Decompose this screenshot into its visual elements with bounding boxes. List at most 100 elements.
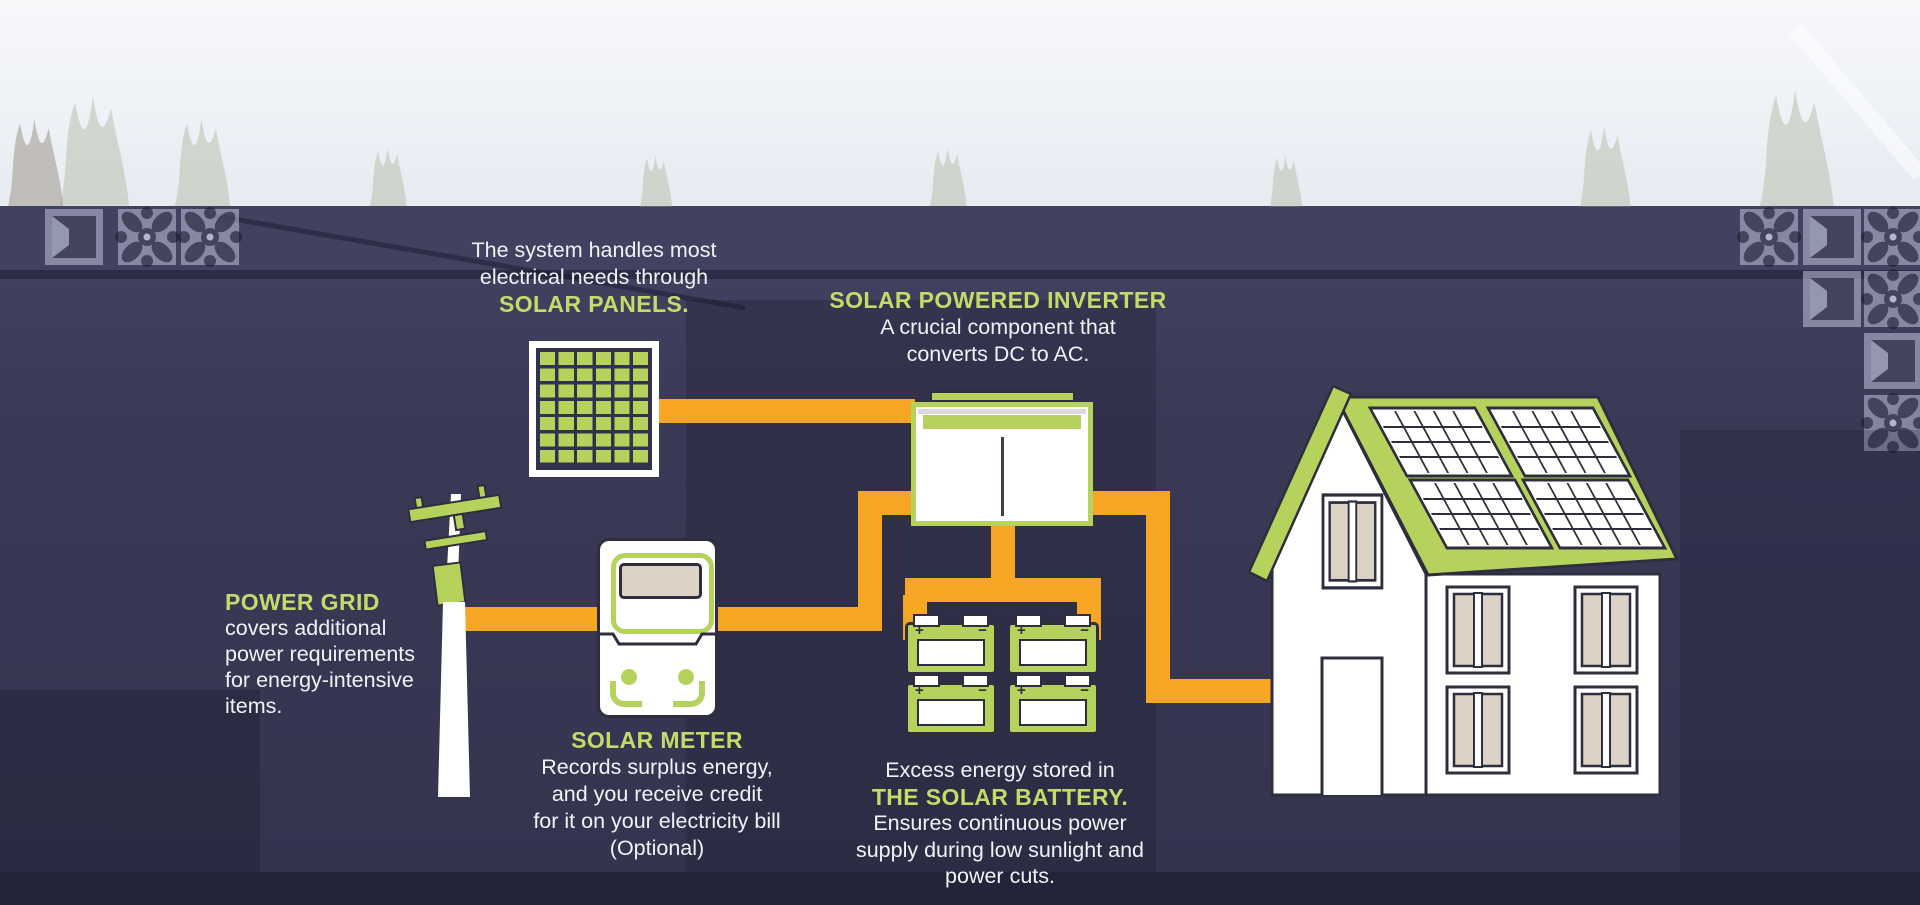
meter-window-frame xyxy=(611,553,714,634)
meter-corner-accent xyxy=(610,681,642,707)
breeze-block-icon xyxy=(1861,269,1920,329)
meter-split-line xyxy=(600,632,715,646)
battery-terminal xyxy=(1015,614,1042,627)
plant-icon xyxy=(640,155,673,207)
house-window xyxy=(1445,585,1511,675)
callout-highlight: SOLAR PANELS. xyxy=(498,291,690,317)
callout-line: for it on your electricity bill xyxy=(533,809,781,833)
breeze-block-icon xyxy=(178,207,242,267)
battery-terminal xyxy=(962,614,989,627)
battery-cell-window xyxy=(917,699,985,726)
breeze-block-icon xyxy=(1803,209,1861,265)
inverter-door-seam xyxy=(1000,437,1004,516)
battery-terminal xyxy=(913,614,940,627)
callout-line: for energy-intensive xyxy=(225,668,414,692)
house-door xyxy=(1320,656,1384,795)
minus-icon: − xyxy=(1080,682,1089,699)
callout-solar-meter: SOLAR METER Records surplus energy, and … xyxy=(482,727,832,862)
callout-line: supply during low sunlight and xyxy=(855,837,1145,862)
callout-line: electrical needs through xyxy=(479,265,709,289)
breeze-block-icon xyxy=(45,209,103,265)
breeze-block-icon xyxy=(1737,207,1801,267)
power-pole-illustration xyxy=(407,483,503,797)
crossarm-lower xyxy=(423,529,489,551)
callout-highlight: THE SOLAR BATTERY. xyxy=(871,783,1129,810)
plant-silhouettes xyxy=(60,89,1834,207)
callout-solar-panels: The system handles most electrical needs… xyxy=(419,237,769,318)
ground-strip xyxy=(0,872,1920,905)
conduit-battery-bus xyxy=(905,578,1101,602)
plant-icon xyxy=(1270,155,1303,207)
plant-icon xyxy=(930,147,967,206)
gable-window xyxy=(1321,493,1384,590)
plant-icon xyxy=(370,147,407,206)
battery-cell-window xyxy=(1019,639,1087,666)
callout-power-grid: POWER GRID covers additional power requi… xyxy=(225,589,455,719)
battery-cell-window xyxy=(1019,699,1087,726)
inverter-trim xyxy=(918,409,1086,414)
meter-display xyxy=(619,563,702,599)
breeze-block-icon xyxy=(115,207,179,267)
house-window xyxy=(1445,685,1511,775)
battery-terminal xyxy=(913,674,940,687)
callout-inverter: SOLAR POWERED INVERTER A crucial compone… xyxy=(823,287,1173,368)
battery-cell-window xyxy=(917,639,985,666)
minus-icon: − xyxy=(1080,622,1089,639)
breeze-block-icon xyxy=(1864,333,1920,389)
solar-battery: +− xyxy=(1007,674,1099,735)
solar-battery: +− xyxy=(1007,614,1099,675)
callout-line: power requirements xyxy=(225,642,416,666)
breeze-block-icon xyxy=(1803,271,1861,327)
inverter-display-bar xyxy=(923,415,1081,429)
conduit-meter-to-riser xyxy=(716,607,876,631)
callout-line: A crucial component that xyxy=(880,315,1116,339)
gable-roof-band xyxy=(1247,385,1353,583)
plus-icon: + xyxy=(1017,682,1026,699)
callout-line: (Optional) xyxy=(609,836,705,860)
crossarm-top xyxy=(407,483,503,532)
solar-panel-frame xyxy=(536,348,652,470)
plant-icon xyxy=(60,96,129,206)
conduit-inverter-down xyxy=(991,522,1015,584)
battery-terminal xyxy=(1064,674,1091,687)
solar-panel-cells xyxy=(540,352,648,466)
conduit-pole-to-meter xyxy=(464,607,604,631)
conduit-into-house xyxy=(1146,679,1278,703)
house-window xyxy=(1573,685,1639,775)
solar-battery: +− xyxy=(905,674,997,735)
plus-icon: + xyxy=(915,622,924,639)
battery-terminal xyxy=(1015,674,1042,687)
callout-line: The system handles most xyxy=(471,238,717,262)
solar-meter-illustration xyxy=(597,538,718,718)
inverter-illustration xyxy=(911,402,1093,526)
roof-shadow-strip xyxy=(0,270,1920,279)
background-roofline xyxy=(204,211,746,311)
plant-icon xyxy=(1580,126,1631,207)
callout-highlight: SOLAR METER xyxy=(571,727,743,753)
sky-roof-edge xyxy=(1788,22,1920,181)
conduit-into-inverter-left xyxy=(858,491,913,515)
plant-icon xyxy=(1760,89,1834,206)
plus-icon: + xyxy=(1017,622,1026,639)
callout-line: Ensures continuous power xyxy=(873,811,1127,835)
house-window xyxy=(1573,585,1639,675)
callout-line: items. xyxy=(225,694,283,718)
callout-line: and you receive credit xyxy=(551,782,763,806)
house-illustration xyxy=(1247,385,1679,797)
breeze-block-icon xyxy=(1861,393,1920,453)
solar-panel-illustration xyxy=(529,341,659,477)
roof-fascia-band xyxy=(0,206,1920,270)
conduit-panel-to-inverter xyxy=(650,399,915,423)
callout-line: Excess energy stored in xyxy=(885,758,1115,782)
callout-line: converts DC to AC. xyxy=(906,342,1090,366)
callout-highlight: POWER GRID xyxy=(225,589,380,615)
battery-terminal xyxy=(1064,614,1091,627)
conduit-house-riser xyxy=(1146,491,1170,703)
callout-line: Records surplus energy, xyxy=(541,755,773,779)
callout-highlight: SOLAR POWERED INVERTER xyxy=(829,287,1167,313)
breeze-block-icon xyxy=(1861,207,1920,267)
minus-icon: − xyxy=(978,622,987,639)
callout-line: power cuts. xyxy=(945,864,1055,888)
